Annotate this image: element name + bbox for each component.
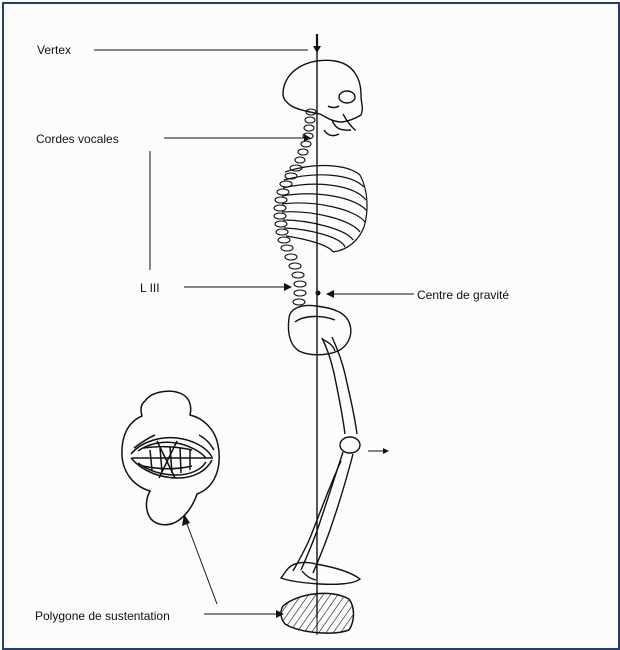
label-l3: L III [140,282,160,294]
label-centre-de-gravite: Centre de gravité [417,289,509,301]
skeleton-diagram [4,4,618,648]
label-polygone-de-sustentation: Polygone de sustentation [35,610,170,622]
foot [281,562,360,584]
connector-arrowhead [182,514,190,526]
tibia-fibula [293,452,353,573]
centre-dot [316,291,321,296]
down-arrow-icon [313,34,321,53]
label-cordes-vocales: Cordes vocales [36,133,119,145]
pelvis [288,306,350,355]
centre-arrowhead [326,290,334,298]
l3-arrowhead [284,283,292,291]
label-vertex: Vertex [37,44,71,56]
skull [283,60,362,135]
top-view-body [122,391,219,525]
right-arrow-icon [383,448,389,454]
support-polygon [281,593,354,635]
connector-line [187,524,217,604]
